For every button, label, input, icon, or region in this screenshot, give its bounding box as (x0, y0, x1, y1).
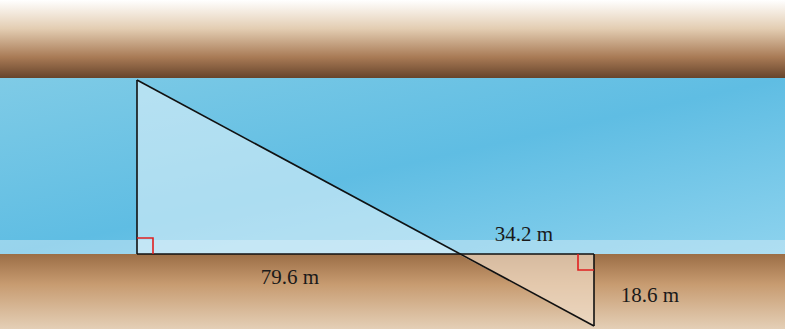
dimension-label: 79.6 m (261, 267, 319, 288)
triangle-side (136, 80, 138, 254)
dimension-label: 18.6 m (621, 285, 679, 306)
far-bank (0, 0, 785, 82)
dimension-label: 34.2 m (495, 224, 553, 245)
near-bank (0, 254, 785, 329)
baseline (137, 253, 594, 255)
river (0, 78, 785, 256)
right-angle-mark (578, 254, 594, 270)
right-angle-mark (137, 238, 153, 254)
hypotenuse (137, 80, 594, 326)
triangle-side (593, 254, 595, 326)
